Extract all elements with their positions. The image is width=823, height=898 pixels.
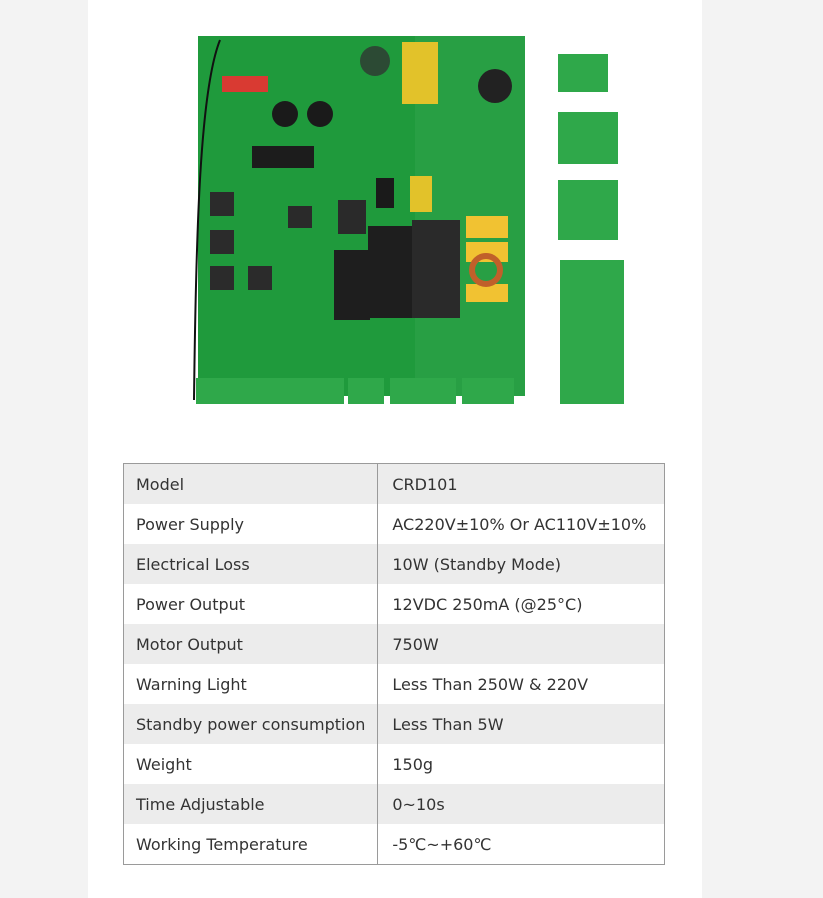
terminal-block-loose: [558, 112, 618, 164]
spec-label: Power Supply: [123, 504, 379, 544]
spec-label: Working Temperature: [123, 824, 379, 865]
reset-button: [210, 192, 234, 216]
header-connector: [252, 146, 314, 168]
torque-knob: [272, 101, 298, 127]
spec-value: -5℃~+60℃: [377, 824, 665, 865]
inductor-coil: [469, 253, 503, 287]
transformer: [402, 42, 438, 104]
terminal-block: [390, 378, 456, 404]
relay: [412, 220, 460, 318]
spec-value: 10W (Standby Mode): [377, 544, 665, 584]
time-knob: [307, 101, 333, 127]
spec-label: Motor Output: [123, 624, 379, 664]
spec-label: Electrical Loss: [123, 544, 379, 584]
terminal-block-loose: [558, 180, 618, 240]
spec-value: AC220V±10% Or AC110V±10%: [377, 504, 665, 544]
relay: [368, 226, 412, 318]
spec-value: 0~10s: [377, 784, 665, 824]
terminal-block: [348, 378, 384, 404]
dip-switch: [222, 76, 268, 92]
spec-value: CRD101: [377, 463, 665, 504]
terminal-block-loose: [558, 54, 608, 92]
spec-value: Less Than 250W & 220V: [377, 664, 665, 704]
capacitor: [360, 46, 390, 76]
relay: [334, 250, 370, 320]
antenna-wire: [193, 39, 221, 401]
controller-board-photo: [193, 36, 624, 404]
start-button: [248, 266, 272, 290]
spec-value: Less Than 5W: [377, 704, 665, 744]
spec-value: 150g: [377, 744, 665, 784]
pause-button: [210, 230, 234, 254]
terminal-block: [462, 378, 514, 404]
work-button: [210, 266, 234, 290]
large-capacitor: [478, 69, 512, 103]
spec-label: Model: [123, 463, 379, 504]
spec-label: Warning Light: [123, 664, 379, 704]
spec-value: 750W: [377, 624, 665, 664]
spec-value: 12VDC 250mA (@25°C): [377, 584, 665, 624]
terminal-block: [196, 378, 344, 404]
spec-label: Power Output: [123, 584, 379, 624]
spec-label: Standby power consumption: [123, 704, 379, 744]
terminal-block-loose: [560, 260, 624, 404]
spec-row: Working Temperature-5℃~+60℃: [123, 824, 665, 865]
spec-label: Time Adjustable: [123, 784, 379, 824]
spec-label: Weight: [123, 744, 379, 784]
